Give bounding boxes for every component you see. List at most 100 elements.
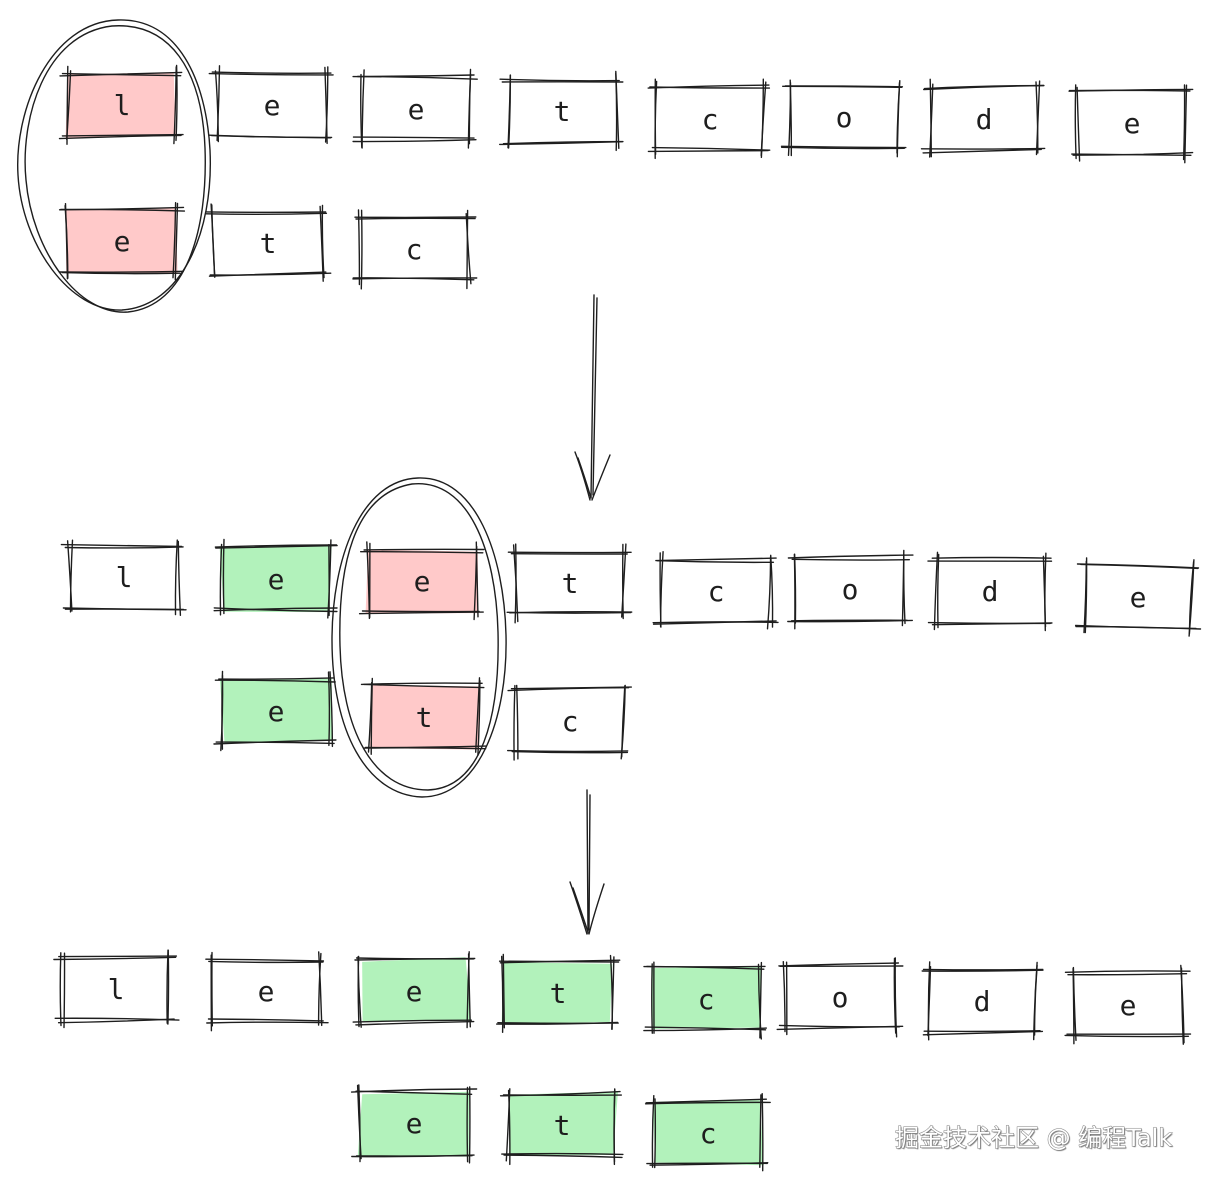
cell-char: l [116,561,133,594]
cell-char: o [836,101,853,134]
down-arrow-1 [574,294,611,501]
cell-char: e [1120,989,1137,1022]
cell-border [58,64,184,145]
overlay-layer [17,19,611,935]
pattern-string-cell: e [58,202,186,281]
cell-char: e [268,563,285,596]
cell-char: e [406,1107,423,1140]
main-string-cell: e [358,541,485,621]
main-string-cell: c [643,961,767,1040]
cell-char: t [562,567,579,600]
cell-border [643,961,767,1040]
cell-char: e [268,695,285,728]
main-string-cell: c [652,551,779,630]
cell-border [787,549,914,630]
main-string-cell: o [776,957,904,1038]
cell-border [644,1093,771,1172]
main-string-cell: e [1064,964,1192,1045]
cell-fill-green [652,1099,764,1166]
cell-fill-red [369,684,480,750]
pattern-string-cell: t [499,1088,624,1166]
cell-border [647,78,771,160]
main-string-cell: e [352,951,476,1029]
cell-char: c [562,705,579,738]
cell-border [352,209,478,290]
cell-border [496,953,621,1033]
pattern-string-cell: t [205,203,332,282]
down-arrow-2 [569,789,605,935]
pattern-string-cell: c [507,684,632,761]
cell-char: l [108,973,125,1006]
cell-border [350,1084,478,1164]
cell-fill-red [65,208,178,274]
cell-char: c [698,983,715,1016]
cell-border [213,538,338,619]
cell-border [780,79,907,158]
main-string-cell: e [1074,557,1202,637]
step-3: l e e t c o d e e t c [53,949,1192,1172]
cell-char: c [702,103,719,136]
cell-fill-green [219,545,332,613]
main-string-cell: o [787,549,914,630]
cell-border [205,203,332,282]
cell-border [652,551,779,630]
main-string-cell: e [213,538,338,619]
main-string-cell: e [352,68,478,149]
cell-char: e [414,565,431,598]
main-string-cell: t [499,70,624,152]
cell-border [921,961,1044,1041]
main-string-cell: e [205,951,329,1032]
cell-char: t [554,1109,571,1142]
cell-border [507,684,632,761]
comparison-ellipse-step-1 [17,19,211,313]
cell-char: o [842,573,859,606]
main-string-cell: d [921,961,1044,1041]
pattern-string-cell: c [644,1093,771,1172]
cell-fill-green [362,957,471,1022]
cell-char: l [114,89,131,122]
cell-border [205,951,329,1032]
cell-char: d [974,985,991,1018]
watermark: 掘金技术社区 @ 编程Talk [894,1124,1173,1153]
main-string-cell: c [647,78,771,160]
cell-char: t [260,227,277,260]
cell-border [58,202,186,281]
cell-fill-green [508,1091,619,1156]
cell-border [920,78,1046,158]
cell-fill-green [219,678,333,744]
cell-fill-green [501,962,613,1024]
cell-char: e [1130,581,1147,614]
cell-border [358,541,485,621]
cell-char: t [550,977,567,1010]
cell-border [352,68,478,149]
cell-border [776,957,904,1038]
cell-border [208,65,334,145]
cell-fill-green [357,1091,470,1157]
cell-char: e [114,225,131,258]
cell-border [927,551,1053,632]
main-string-cell: l [60,539,187,616]
cell-char: c [406,233,423,266]
cell-border [53,949,180,1029]
main-string-cell: d [927,551,1053,632]
cell-border [360,677,487,756]
comparison-ellipse-step-2 [331,477,507,798]
cell-char: e [406,975,423,1008]
main-string-cell: l [58,64,184,145]
cell-char: t [554,95,571,128]
cell-char: o [832,981,849,1014]
cell-fill-red [365,549,478,614]
main-string-cell: o [780,79,907,158]
cell-char: e [408,93,425,126]
cell-border [499,1088,624,1166]
cell-border [506,543,633,624]
cell-char: c [700,1117,717,1150]
main-string-cell: t [506,543,633,624]
cell-border [1064,964,1192,1045]
main-string-cell: d [920,78,1046,158]
cell-border [60,539,187,616]
